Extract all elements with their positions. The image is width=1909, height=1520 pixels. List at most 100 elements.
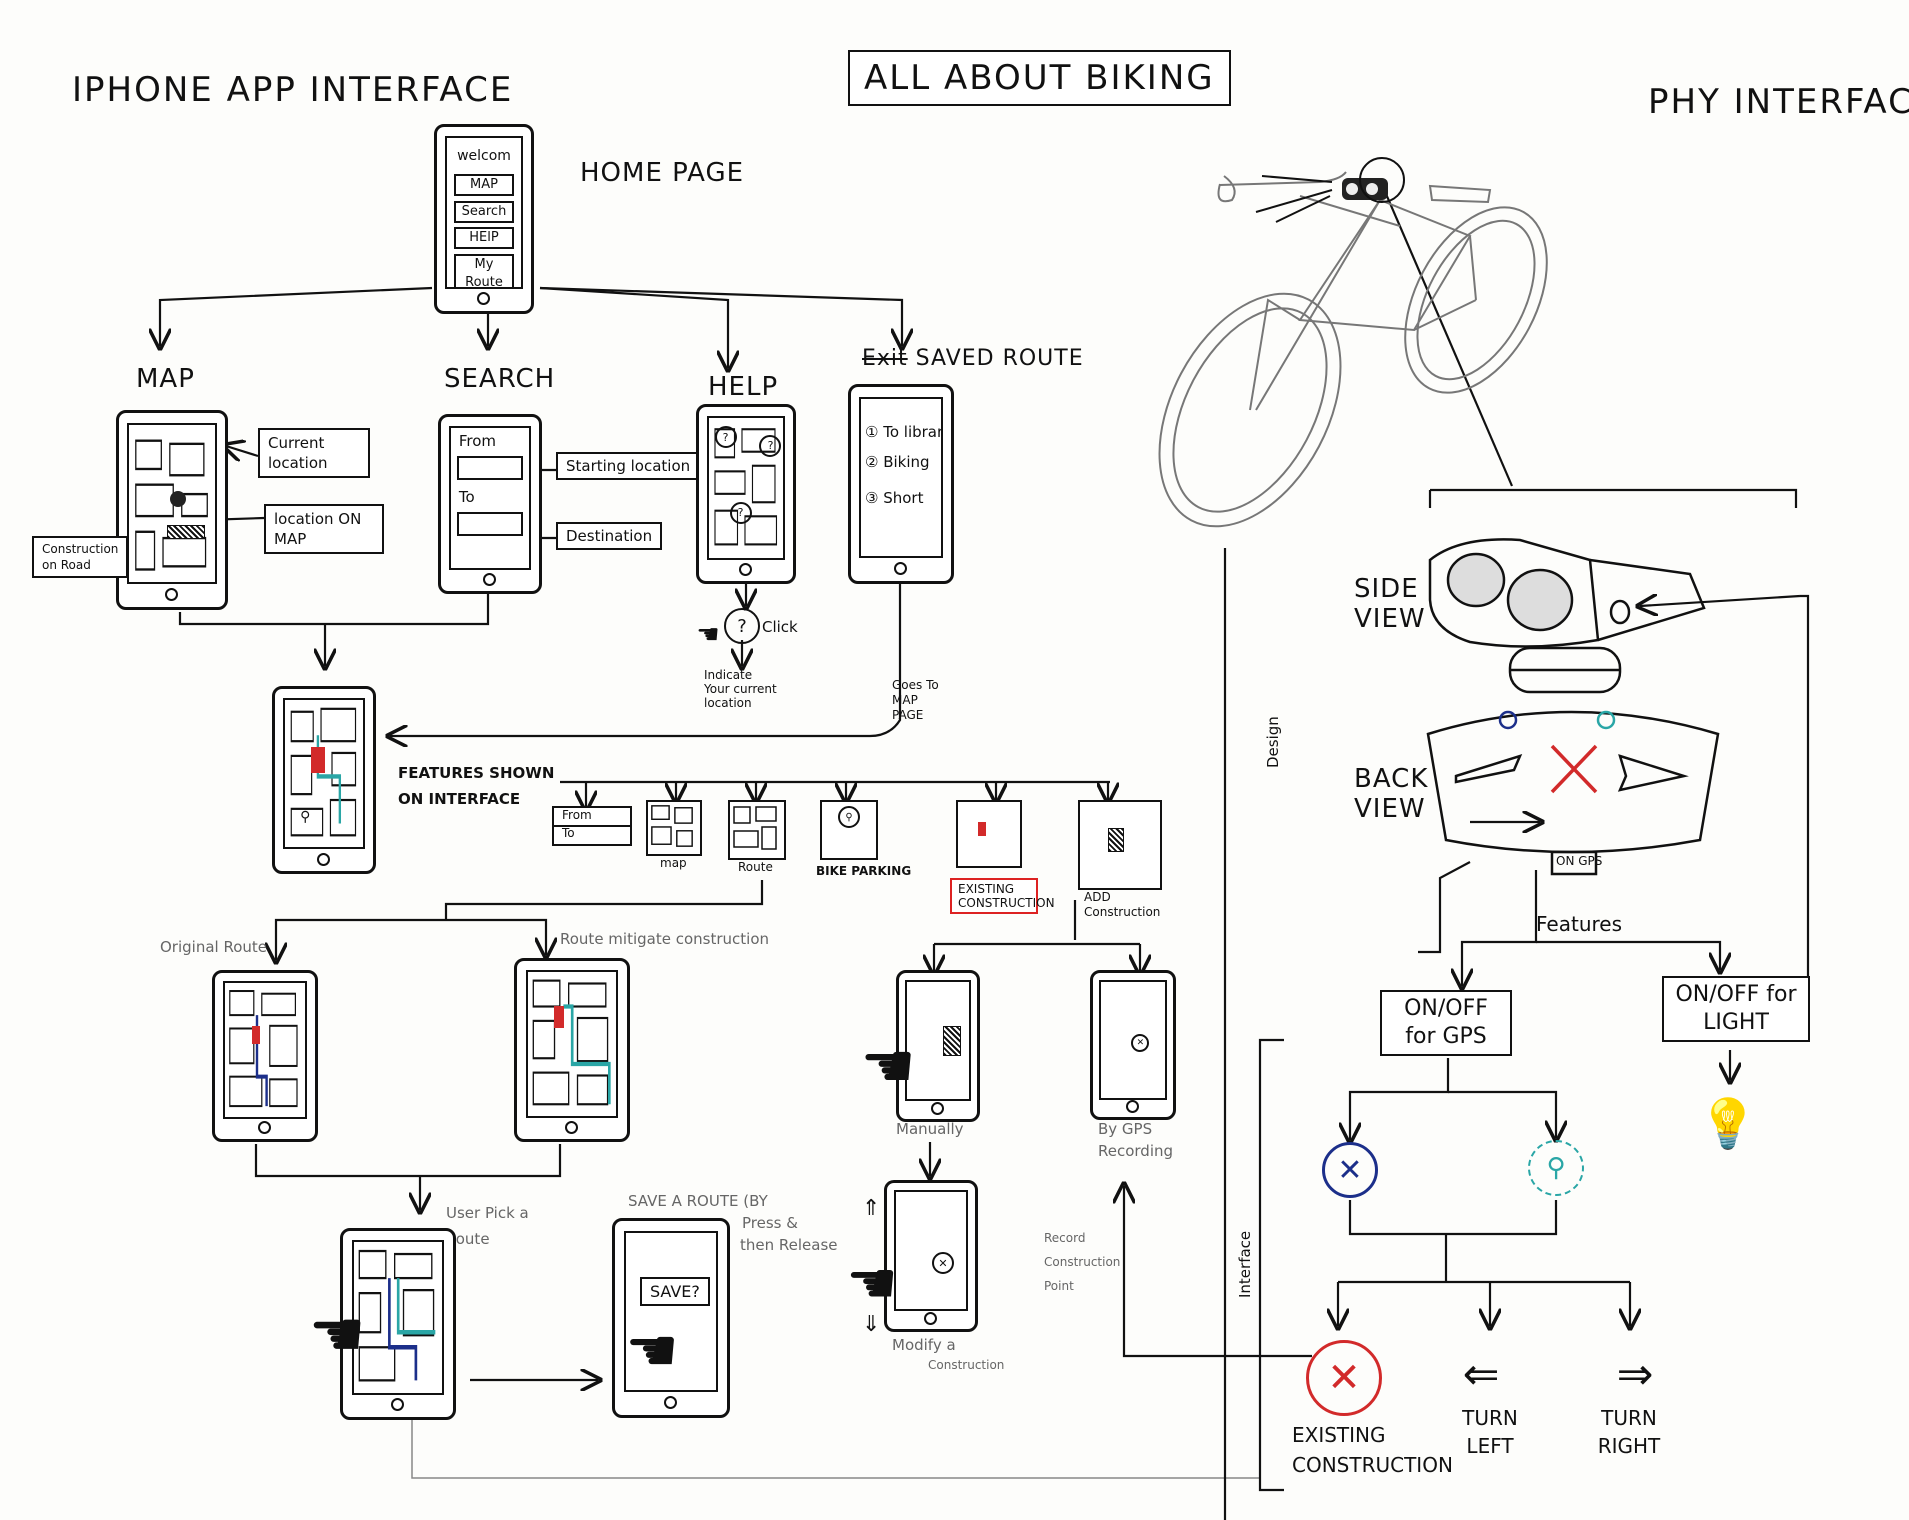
arrow-right-icon: ⇒ — [1590, 1354, 1680, 1394]
connector-route-split — [446, 880, 762, 920]
saved-route-item-2[interactable]: ② Biking — [865, 453, 930, 471]
main-title: ALL ABOUT BIKING — [848, 50, 1231, 106]
map-phone — [116, 410, 228, 610]
home-menu-map[interactable]: MAP — [454, 174, 514, 196]
help-click-label: Click — [762, 618, 798, 636]
saved-home-button — [894, 562, 907, 575]
question-icon[interactable]: ? — [715, 426, 737, 448]
connector-routes-join — [256, 1144, 560, 1176]
side-view-label: SIDE VIEW — [1354, 574, 1424, 634]
search-to-input[interactable] — [457, 512, 523, 536]
tools-icon: ✕ — [1322, 1142, 1378, 1198]
construction-icon — [554, 1006, 564, 1028]
feature-add-thumb — [1078, 800, 1162, 890]
construction-icon — [311, 747, 325, 773]
saved-route-item-1[interactable]: ① To library — [865, 423, 943, 441]
drag-down-arrow: ⇓ — [862, 1312, 880, 1337]
gps-add-screen: ✕ — [1099, 980, 1166, 1100]
mitigated-route-phone — [514, 958, 630, 1142]
physical-interface-heading: PHY INTERFACE — [1648, 82, 1909, 122]
save-route-title: SAVE A ROUTE (BY — [628, 1192, 768, 1210]
construction-icon — [1108, 828, 1124, 852]
question-icon[interactable]: ? — [724, 608, 760, 644]
hand-icon: ☚ — [292, 1300, 382, 1370]
saved-route-screen: ① To library ② Biking ③ Short — [859, 397, 943, 558]
save-press-label: Press & — [742, 1214, 798, 1232]
goes-to-map-page-label: Goes To MAP PAGE — [892, 678, 952, 723]
design-label: Design — [1264, 716, 1282, 768]
modify-home-button — [924, 1312, 937, 1325]
on-gps-tag: ON GPS — [1556, 854, 1602, 868]
map-home-button — [165, 588, 178, 601]
original-route-label: Original Route — [160, 938, 267, 956]
bike-icon: ⚲ — [838, 806, 860, 828]
save-confirm-button[interactable]: SAVE? — [640, 1277, 710, 1306]
search-from-input[interactable] — [457, 456, 523, 480]
connector-gps-feedback — [1124, 1186, 1312, 1356]
home-menu-search[interactable]: Search — [454, 201, 514, 223]
search-screen: From To — [449, 426, 531, 570]
starting-location-callout: Starting location — [556, 452, 700, 480]
interface-label: Interface — [1236, 1231, 1254, 1298]
user-pick-label: User Pick a Route — [446, 1200, 556, 1252]
home-page-label: HOME PAGE — [580, 158, 744, 188]
original-home-button — [258, 1121, 271, 1134]
home-menu-help[interactable]: HElP — [454, 227, 514, 249]
location-on-map-callout: location ON MAP — [264, 504, 384, 554]
question-icon[interactable]: ? — [759, 435, 781, 457]
search-from-label: From — [459, 432, 496, 450]
search-section-label: SEARCH — [444, 364, 555, 394]
hand-icon: ☚ — [846, 1030, 930, 1100]
current-location-callout: Current location — [258, 428, 370, 478]
iphone-app-heading: IPHONE APP INTERFACE — [72, 70, 513, 110]
back-view-label: BACK VIEW — [1354, 764, 1424, 824]
feature-from-to: From To — [552, 806, 632, 846]
feature-route-thumb — [728, 800, 786, 860]
home-menu-my-route[interactable]: My Route — [454, 254, 514, 289]
saved-route-item-3[interactable]: ③ Short — [865, 489, 923, 507]
help-phone: ? ? ? — [696, 404, 796, 584]
help-indicate-label: Indicate Your current location — [704, 668, 780, 710]
user-pick-home-button — [391, 1398, 404, 1411]
bulb-icon: 💡 — [1700, 1086, 1756, 1160]
bike-icon: ⚲ — [1528, 1140, 1584, 1196]
saved-route-strike: Exit — [862, 346, 908, 371]
arrow-left-icon: ⇐ — [1436, 1354, 1526, 1394]
saved-route-title: SAVED ROUTE — [916, 346, 1084, 371]
device-back-view — [1428, 712, 1718, 874]
feature-bike-parking-label: BIKE PARKING — [816, 864, 911, 878]
bike-sketch — [1122, 172, 1575, 557]
x-icon[interactable]: ✕ — [932, 1252, 954, 1274]
record-construction-label: Record Construction Point — [1044, 1226, 1128, 1298]
hand-icon: ☚ — [834, 1250, 910, 1316]
light-toggle-button[interactable]: ON/OFF for LIGHT — [1662, 976, 1810, 1042]
feature-existing-thumb — [956, 800, 1022, 868]
feature-map-thumb — [646, 800, 702, 856]
original-route-screen — [223, 981, 307, 1119]
help-home-button — [739, 563, 752, 576]
connector-home-saved — [540, 288, 902, 346]
modify-label-2: Construction — [928, 1358, 1004, 1372]
feature-add-label: ADD Construction — [1084, 890, 1154, 920]
search-to-label: To — [459, 488, 475, 506]
feature-route-label: Route — [738, 860, 773, 874]
home-screen: welcom MAP Search HElP My Route — [445, 136, 524, 289]
home-menu-welcome: welcom — [454, 147, 514, 165]
question-icon[interactable]: ? — [730, 502, 752, 524]
save-home-button — [664, 1396, 677, 1409]
features-map-streets — [285, 700, 363, 847]
bike-icon: ⚲ — [294, 809, 316, 825]
search-phone: From To — [438, 414, 542, 594]
features-screen: ⚲ — [283, 698, 365, 849]
gps-toggle-button[interactable]: ON/OFF for GPS — [1380, 990, 1512, 1056]
construction-icon — [252, 1026, 260, 1044]
saved-route-phone: ① To library ② Biking ③ Short — [848, 384, 954, 584]
feature-map-label: map — [660, 856, 687, 870]
connector-home-help — [540, 288, 728, 368]
mitigated-home-button — [565, 1121, 578, 1134]
pin-icon — [170, 491, 186, 507]
home-button — [477, 292, 490, 305]
gps-recording-label: By GPS Recording — [1098, 1118, 1178, 1162]
original-route-phone — [212, 970, 318, 1142]
help-section-label: HELP — [708, 372, 778, 402]
